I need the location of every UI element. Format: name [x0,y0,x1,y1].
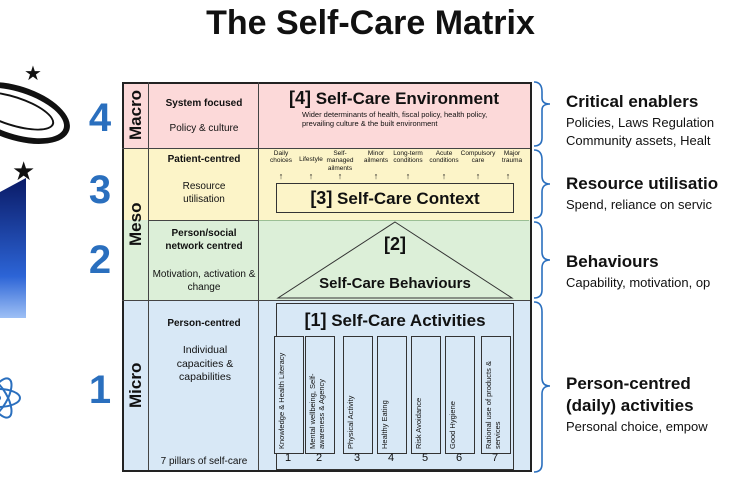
context-item: Acute conditions [429,150,459,165]
row-divider-soft [259,220,529,221]
pillar-5: Risk Avoidance [411,336,441,454]
brace-activities [533,301,551,473]
context-number: [3] [310,188,333,208]
label-individual-capacities: Individual capacities & capabilities [176,344,234,384]
pillar-number: 4 [387,452,395,464]
context-item: Minor ailments [363,150,389,165]
context-title-text: Self-Care Context [337,189,480,208]
right-sub: Capability, motivation, op [566,275,711,290]
right-sub: Community assets, Healt [566,133,711,148]
pillar-label: Knowledge & Health Literacy [277,352,286,449]
row-divider [122,300,530,301]
label-system-focused: System focused [165,98,243,109]
right-heading-behaviours: Behaviours [566,252,659,271]
level-number-3: 3 [88,168,112,212]
context-item: Lifestyle [299,156,323,163]
brace-behaviours [533,221,551,299]
label-person-centred: Person-centred [167,318,241,329]
arrow-up-icon: ↑ [505,171,511,181]
pillar-number: 7 [491,452,499,464]
context-item: Daily choices [269,150,293,165]
arrow-up-icon: ↑ [441,171,447,181]
pillar-label: Mental wellbeing, Self-awareness & Agenc… [308,373,326,449]
level-number-2: 2 [88,238,112,282]
light-beam-icon [0,178,26,318]
atom-icon [0,377,21,419]
label-person-social: Person/social network centred [165,228,243,252]
pillar-1: Knowledge & Health Literacy [274,336,304,454]
scale-meso: Meso [126,202,145,246]
pillar-number: 6 [455,452,463,464]
scale-micro: Micro [126,362,145,408]
pillar-label: Physical Activity [346,395,355,449]
pillar-6: Good Hygiene [445,336,475,454]
star-icon: ★ [12,156,36,186]
activities-title-text: Self-Care Activities [331,311,486,330]
arrow-up-icon: ↑ [278,171,284,181]
pillar-3: Physical Activity [343,336,373,454]
row-divider [122,148,530,149]
behaviours-number: [2] [384,234,406,254]
right-heading-daily-activities: (daily) activities [566,396,694,415]
right-sub: Personal choice, empow [566,419,708,434]
arrow-up-icon: ↑ [337,171,343,181]
label-resource-utilisation: Resource utilisation [182,181,226,205]
context-item: Long-term conditions [393,150,423,165]
environment-title: [4] Self-Care Environment [262,88,526,109]
right-heading-resource-utilisation: Resource utilisatio [566,174,719,193]
page-title: The Self-Care Matrix [206,4,535,42]
brace-resource-utilisation [533,149,551,219]
brace-critical-enablers [533,81,551,147]
label-seven-pillars: 7 pillars of self-care [160,456,248,467]
activities-number: [1] [304,310,327,330]
scale-column-divider [148,82,149,470]
context-item: Self-managed ailments [326,150,354,172]
environment-number: [4] [289,88,311,108]
star-icon: ★ [24,63,42,85]
level-number-4: 4 [88,96,112,140]
pillar-number: 2 [315,452,323,464]
pillar-label: Rational use of products & services [484,361,502,449]
context-item: Compulsory care [460,150,496,165]
behaviours-title: Self-Care Behaviours [319,275,471,292]
pillar-label: Good Hygiene [448,401,457,449]
arrow-up-icon: ↑ [405,171,411,181]
pillar-7: Rational use of products & services [481,336,511,454]
right-heading-critical-enablers: Critical enablers [566,92,699,111]
right-sub: Policies, Laws Regulation [566,115,715,130]
right-heading-person-centred: Person-centred [566,374,691,393]
context-box [276,183,514,213]
arrow-up-icon: ↑ [308,171,314,181]
label-column-divider [258,82,259,470]
context-title: [3] Self-Care Context [276,188,514,209]
right-braces [533,81,551,473]
row-divider [148,220,258,221]
behaviours-triangle [276,221,514,299]
label-policy-culture: Policy & culture [169,123,239,134]
arrow-up-icon: ↑ [373,171,379,181]
pillar-number: 5 [421,452,429,464]
pillar-number: 3 [353,452,361,464]
pillar-2: Mental wellbeing, Self-awareness & Agenc… [305,336,335,454]
macro-band [122,82,530,148]
level-number-1: 1 [88,368,112,412]
pillar-4: Healthy Eating [377,336,407,454]
pillar-label: Healthy Eating [380,400,389,449]
context-item: Major trauma [501,150,523,165]
environment-title-text: Self-Care Environment [315,89,499,108]
right-sub: Spend, reliance on servic [566,197,712,212]
label-patient-centred: Patient-centred [167,154,241,165]
arrow-up-icon: ↑ [475,171,481,181]
pillar-number: 1 [284,452,292,464]
scale-macro: Macro [126,89,145,141]
matrix-frame [122,82,532,472]
activities-title: [1] Self-Care Activities [276,310,514,331]
label-motivation: Motivation, activation & change [152,269,256,293]
pillar-label: Risk Avoidance [414,397,423,449]
environment-subtitle: Wider determinants of health, fiscal pol… [302,110,488,129]
